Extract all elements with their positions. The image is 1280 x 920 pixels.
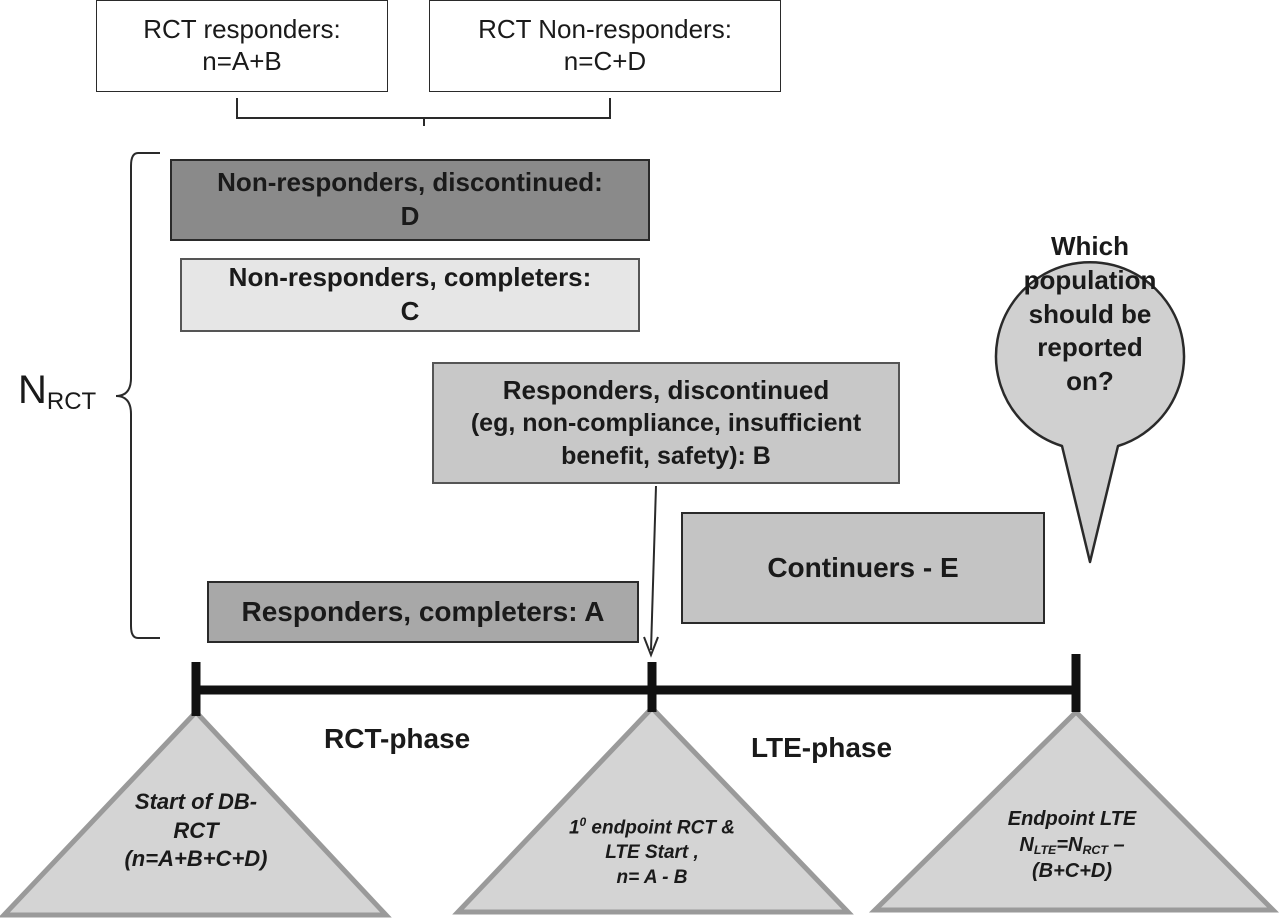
bubble-line3: should be <box>1028 298 1152 329</box>
primary-line1-rest: endpoint RCT & <box>586 817 735 839</box>
bubble-line5: on? <box>1066 366 1114 397</box>
arrow-line <box>650 485 657 651</box>
arrow-head <box>643 636 659 658</box>
nrct-label: NRCT <box>18 368 96 416</box>
start-line2: RCT <box>173 817 219 843</box>
bubble-line1: Which <box>1051 231 1129 261</box>
responders-discontinued-letter: benefit, safety): B <box>561 441 771 470</box>
nonresponders-completers-box: Non-responders, completers: C <box>180 258 640 332</box>
primary-line3: n= A - B <box>616 866 688 888</box>
start-triangle-text: Start of DB- RCT (n=A+B+C+D) <box>96 788 296 874</box>
nonresponders-completers-label: Non-responders, completers: <box>228 262 592 293</box>
rct-nonresponders-label: RCT Non-responders: <box>478 14 732 45</box>
top-bracket <box>236 98 611 126</box>
triangle-start <box>0 708 392 918</box>
primary-line1-base: 1 <box>569 817 580 839</box>
rct-nonresponders-n: n=C+D <box>563 46 647 76</box>
lte-end-rhs-tail: – <box>1107 834 1125 856</box>
nrct-sub: RCT <box>46 388 97 415</box>
primary-triangle-text: 10 endpoint RCT & LTE Start , n= A - B <box>522 815 782 890</box>
speech-bubble <box>994 261 1186 564</box>
speech-bubble-text: Which population should be reported on? <box>990 230 1190 399</box>
nonresponders-discontinued-letter: D <box>400 201 420 231</box>
rct-responders-box: RCT responders: n=A+B <box>96 0 388 92</box>
lte-end-formula: NLTE=NRCT – <box>962 832 1182 858</box>
rct-nonresponders-box: RCT Non-responders: n=C+D <box>429 0 781 92</box>
nonresponders-discontinued-label: Non-responders, discontinued: <box>217 167 603 198</box>
responders-discontinued-box: Responders, discontinued (eg, non-compli… <box>432 362 900 484</box>
start-line1: Start of DB- <box>134 789 258 814</box>
lte-end-line1: Endpoint LTE <box>1007 808 1137 830</box>
nrct-main: N <box>18 368 47 412</box>
lte-end-lhs-sub: LTE <box>1033 843 1057 858</box>
responders-completers-box: Responders, completers: A <box>207 581 639 643</box>
continuers-box: Continuers - E <box>681 512 1045 624</box>
lte-end-equals: = <box>1056 834 1068 856</box>
lte-end-rhs-sub: RCT <box>1082 843 1108 858</box>
lte-end-rhs-main: N <box>1068 834 1083 856</box>
lte-end-triangle-text: Endpoint LTE NLTE=NRCT – (B+C+D) <box>962 806 1182 884</box>
primary-line1-sup: 0 <box>579 816 587 829</box>
responders-completers-label: Responders, completers: A <box>241 595 605 627</box>
rct-phase-label: RCT-phase <box>324 723 471 754</box>
start-line3: (n=A+B+C+D) <box>124 846 268 872</box>
rct-responders-n: n=A+B <box>202 46 282 76</box>
nrct-brace <box>115 152 160 639</box>
triangle-primary <box>452 704 854 915</box>
continuers-label: Continuers - E <box>767 551 959 583</box>
lte-end-lhs-main: N <box>1019 834 1034 856</box>
nonresponders-completers-letter: C <box>400 296 420 326</box>
rct-responders-label: RCT responders: <box>143 14 341 45</box>
nonresponders-discontinued-box: Non-responders, discontinued: D <box>170 159 650 241</box>
lte-end-line3: (B+C+D) <box>1031 860 1112 883</box>
bubble-line2: population <box>1023 264 1157 295</box>
lte-phase-label: LTE-phase <box>751 732 893 763</box>
responders-discontinued-label: Responders, discontinued <box>502 374 830 405</box>
bubble-line4: reported <box>1037 332 1143 363</box>
primary-line2: LTE Start , <box>605 842 699 864</box>
responders-discontinued-examples: (eg, non-compliance, insufficient <box>470 409 862 438</box>
primary-line1: 10 endpoint RCT & <box>522 815 782 841</box>
triangle-lte-end <box>868 708 1280 913</box>
